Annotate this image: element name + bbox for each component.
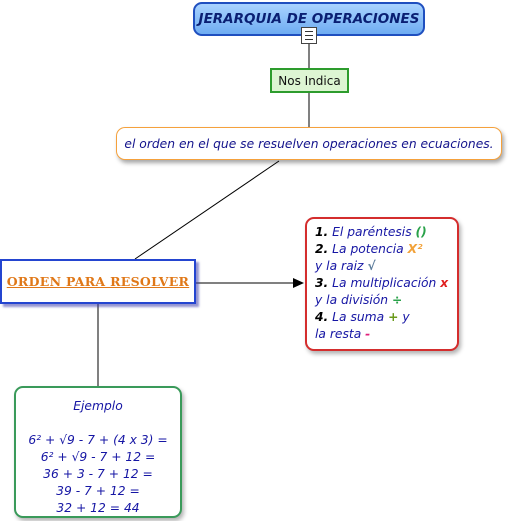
definition-node: el orden en el que se resuelven operacio… [116,127,502,160]
example-line: 32 + 12 = 44 [56,501,140,515]
division-symbol: ÷ [392,293,403,307]
rule-4b: la resta - [315,327,371,341]
parentheses-symbol: () [415,225,427,239]
orden-node: ORDEN PARA RESOLVER [0,259,196,304]
multiplication-symbol: x [440,276,449,290]
note-icon[interactable] [301,27,317,44]
rule-3b: y la división ÷ [315,293,403,307]
rule-2: 2. La potencia X² [315,242,423,256]
example-node: Ejemplo 6² + √9 - 7 + (4 x 3) = 6² + √9 … [14,386,182,518]
subtraction-symbol: - [365,327,371,341]
addition-symbol: + [388,310,399,324]
definition-text: el orden en el que se resuelven operacio… [124,136,494,151]
nos-indica-node: Nos Indica [270,68,349,93]
rule-1: 1. El paréntesis () [315,225,427,239]
rule-4: 4. La suma + y [315,310,410,324]
connector-def-orden [134,160,280,260]
rule-2b: y la raiz √ [315,259,376,273]
example-line: 6² + √9 - 7 + 12 = [40,450,156,464]
power-symbol: X² [407,242,423,256]
example-heading: Ejemplo [73,399,123,413]
example-line: 39 - 7 + 12 = [56,484,140,498]
title-text: JERARQUIA DE OPERACIONES [198,11,420,27]
root-symbol: √ [367,259,376,273]
nos-indica-text: Nos Indica [278,73,341,88]
example-line: 6² + √9 - 7 + (4 x 3) = [28,433,168,447]
orden-text: ORDEN PARA RESOLVER [6,274,190,289]
rule-3: 3. La multiplicación x [315,276,449,290]
example-line: 36 + 3 - 7 + 12 = [43,467,153,481]
arrowhead [293,278,304,288]
rules-node: 1. El paréntesis () 2. La potencia X² y … [305,217,459,351]
